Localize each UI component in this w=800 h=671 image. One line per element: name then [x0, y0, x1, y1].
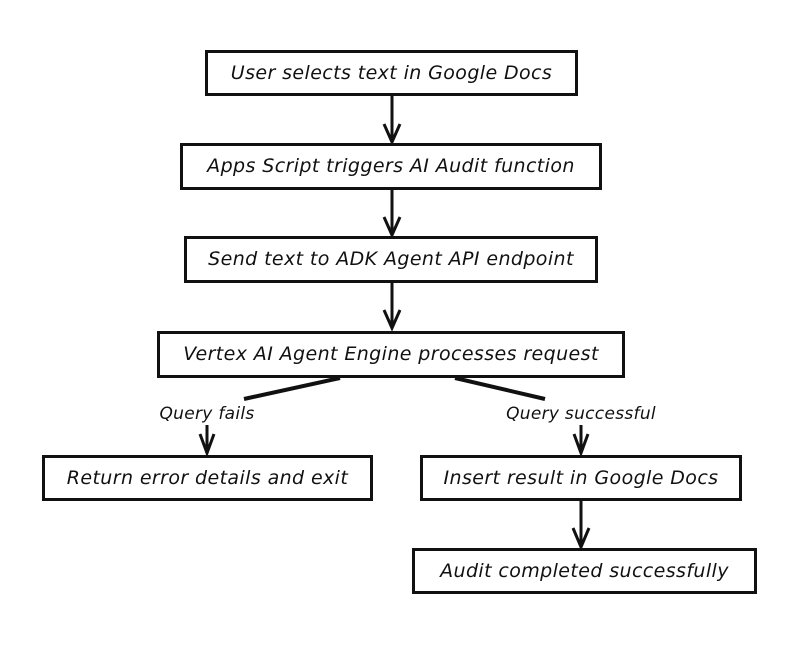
node-send-text-adk[interactable]: Send text to ADK Agent API endpoint: [184, 236, 598, 283]
arrowhead-n3-n4: [382, 309, 402, 332]
node-label: User selects text in Google Docs: [230, 61, 553, 84]
arrowhead-n2-n3: [382, 216, 402, 239]
node-user-selects-text[interactable]: User selects text in Google Docs: [205, 50, 578, 96]
node-audit-completed[interactable]: Audit completed successfully: [412, 548, 757, 594]
arrowhead-fail-n5: [198, 433, 216, 458]
edge-label-query-fails: Query fails: [159, 404, 255, 424]
node-return-error[interactable]: Return error details and exit: [42, 455, 373, 501]
node-label: Vertex AI Agent Engine processes request: [183, 343, 599, 366]
edge-label-query-successful: Query successful: [506, 404, 656, 424]
node-label: Apps Script triggers AI Audit function: [207, 155, 575, 178]
node-insert-result[interactable]: Insert result in Google Docs: [420, 455, 742, 501]
node-label: Audit completed successfully: [440, 559, 729, 582]
arrowhead-success-n6: [572, 433, 590, 458]
node-vertex-agent-engine[interactable]: Vertex AI Agent Engine processes request: [157, 331, 625, 378]
node-label: Send text to ADK Agent API endpoint: [208, 248, 574, 271]
arrowhead-n1-n2: [382, 123, 402, 146]
connector-n4-fail-diagonal: [243, 376, 341, 401]
node-label: Insert result in Google Docs: [443, 466, 719, 489]
arrowhead-n6-n7: [571, 527, 591, 551]
node-apps-script-trigger[interactable]: Apps Script triggers AI Audit function: [180, 143, 602, 190]
connector-n4-success-diagonal: [454, 376, 546, 401]
node-label: Return error details and exit: [66, 466, 349, 489]
